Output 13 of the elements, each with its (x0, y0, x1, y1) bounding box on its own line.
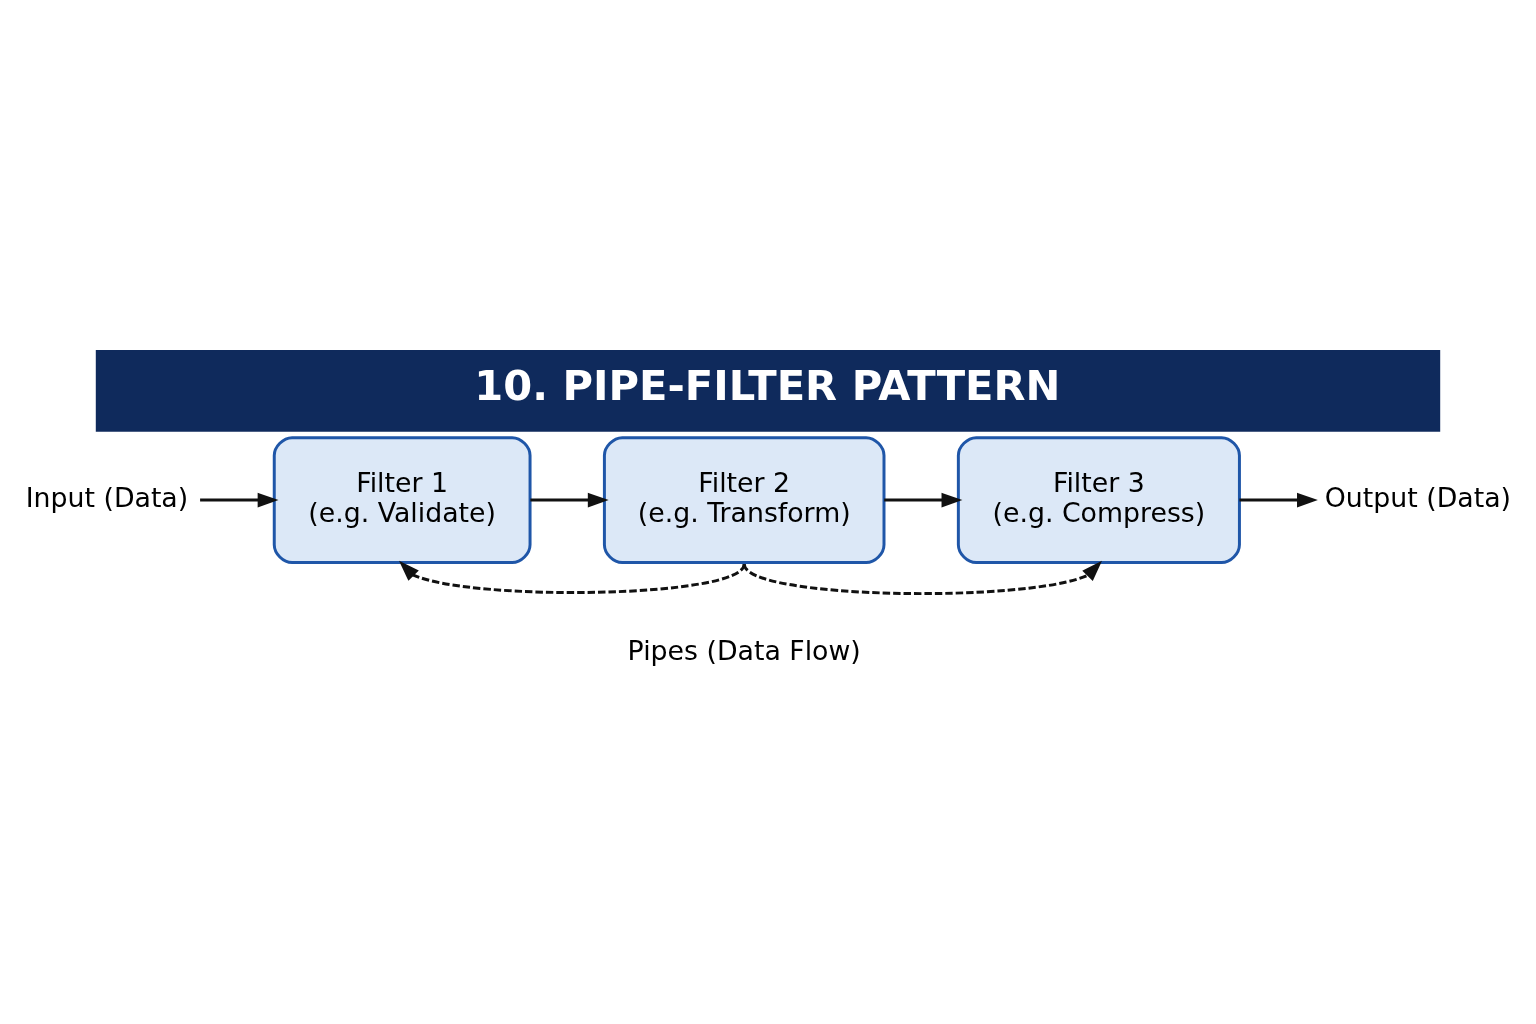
node-text: Output (Data) (1324, 481, 1511, 513)
arrow (399, 560, 746, 594)
node-box: Filter 1 (e.g. Validate) (272, 436, 532, 565)
arrow (1239, 492, 1318, 508)
node-box: Filter 2 (e.g. Transform) (602, 436, 886, 565)
label: Pipes (Data Flow) (627, 634, 861, 666)
arrow (200, 492, 279, 508)
arrow (743, 560, 1103, 596)
arrow (530, 492, 609, 508)
node-text: Input (Data) (25, 481, 189, 513)
node-box: Filter 3 (e.g. Compress) (956, 436, 1241, 565)
arrow (884, 492, 963, 508)
diagram-title: 10. PIPE-FILTER PATTERN (474, 361, 1061, 411)
